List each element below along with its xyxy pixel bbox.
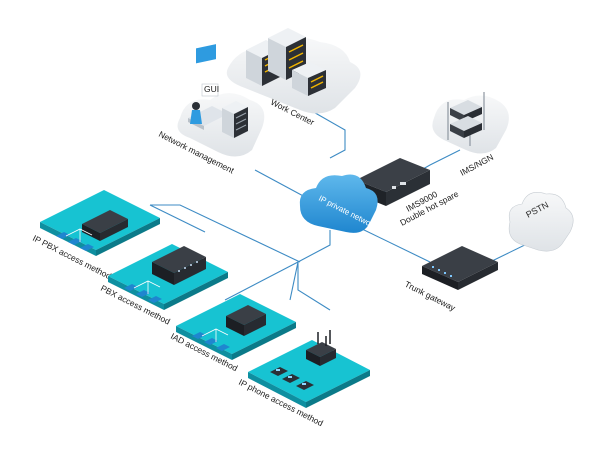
ims-ngn-group: IMS/NGN (432, 92, 509, 178)
connection-lines (149, 109, 536, 311)
monitor-tag: GUI (204, 84, 219, 94)
link-left-trunk (149, 204, 206, 233)
server-rack-icon (447, 92, 485, 146)
link-access-trunk (297, 230, 331, 263)
gateway-icon (422, 246, 498, 290)
link-trunk (359, 227, 431, 263)
router-icon (226, 305, 266, 336)
platform-iad (176, 294, 296, 360)
pstn-group: PSTN (508, 192, 574, 252)
cloud-icon (299, 174, 378, 233)
ip-private-network: IP private network (299, 174, 379, 233)
link-ippbx (150, 204, 301, 263)
phone-icon (270, 367, 314, 390)
router-icon (152, 246, 206, 285)
wifi-router-icon (306, 330, 336, 366)
work-center-group: Work Center (226, 28, 361, 127)
server-rack-icon (292, 62, 326, 96)
pstn-cloud (508, 192, 574, 252)
ims-ngn-label: IMS/NGN (458, 152, 495, 178)
monitor-icon: GUI (201, 83, 219, 97)
router-icon (82, 210, 128, 241)
operator-icon (188, 44, 228, 130)
phone-icon (56, 232, 94, 251)
link-iad (289, 261, 299, 301)
platform-ip-phone (248, 330, 370, 408)
link-pbx (224, 261, 299, 301)
server-rack-icon (222, 101, 248, 138)
phone-icon (192, 332, 230, 351)
platform-pbx (108, 244, 228, 310)
link-ipphone (297, 262, 331, 311)
platform-ip-pbx (40, 190, 160, 256)
phone-icon (124, 284, 162, 303)
link-workcenter (309, 109, 346, 159)
